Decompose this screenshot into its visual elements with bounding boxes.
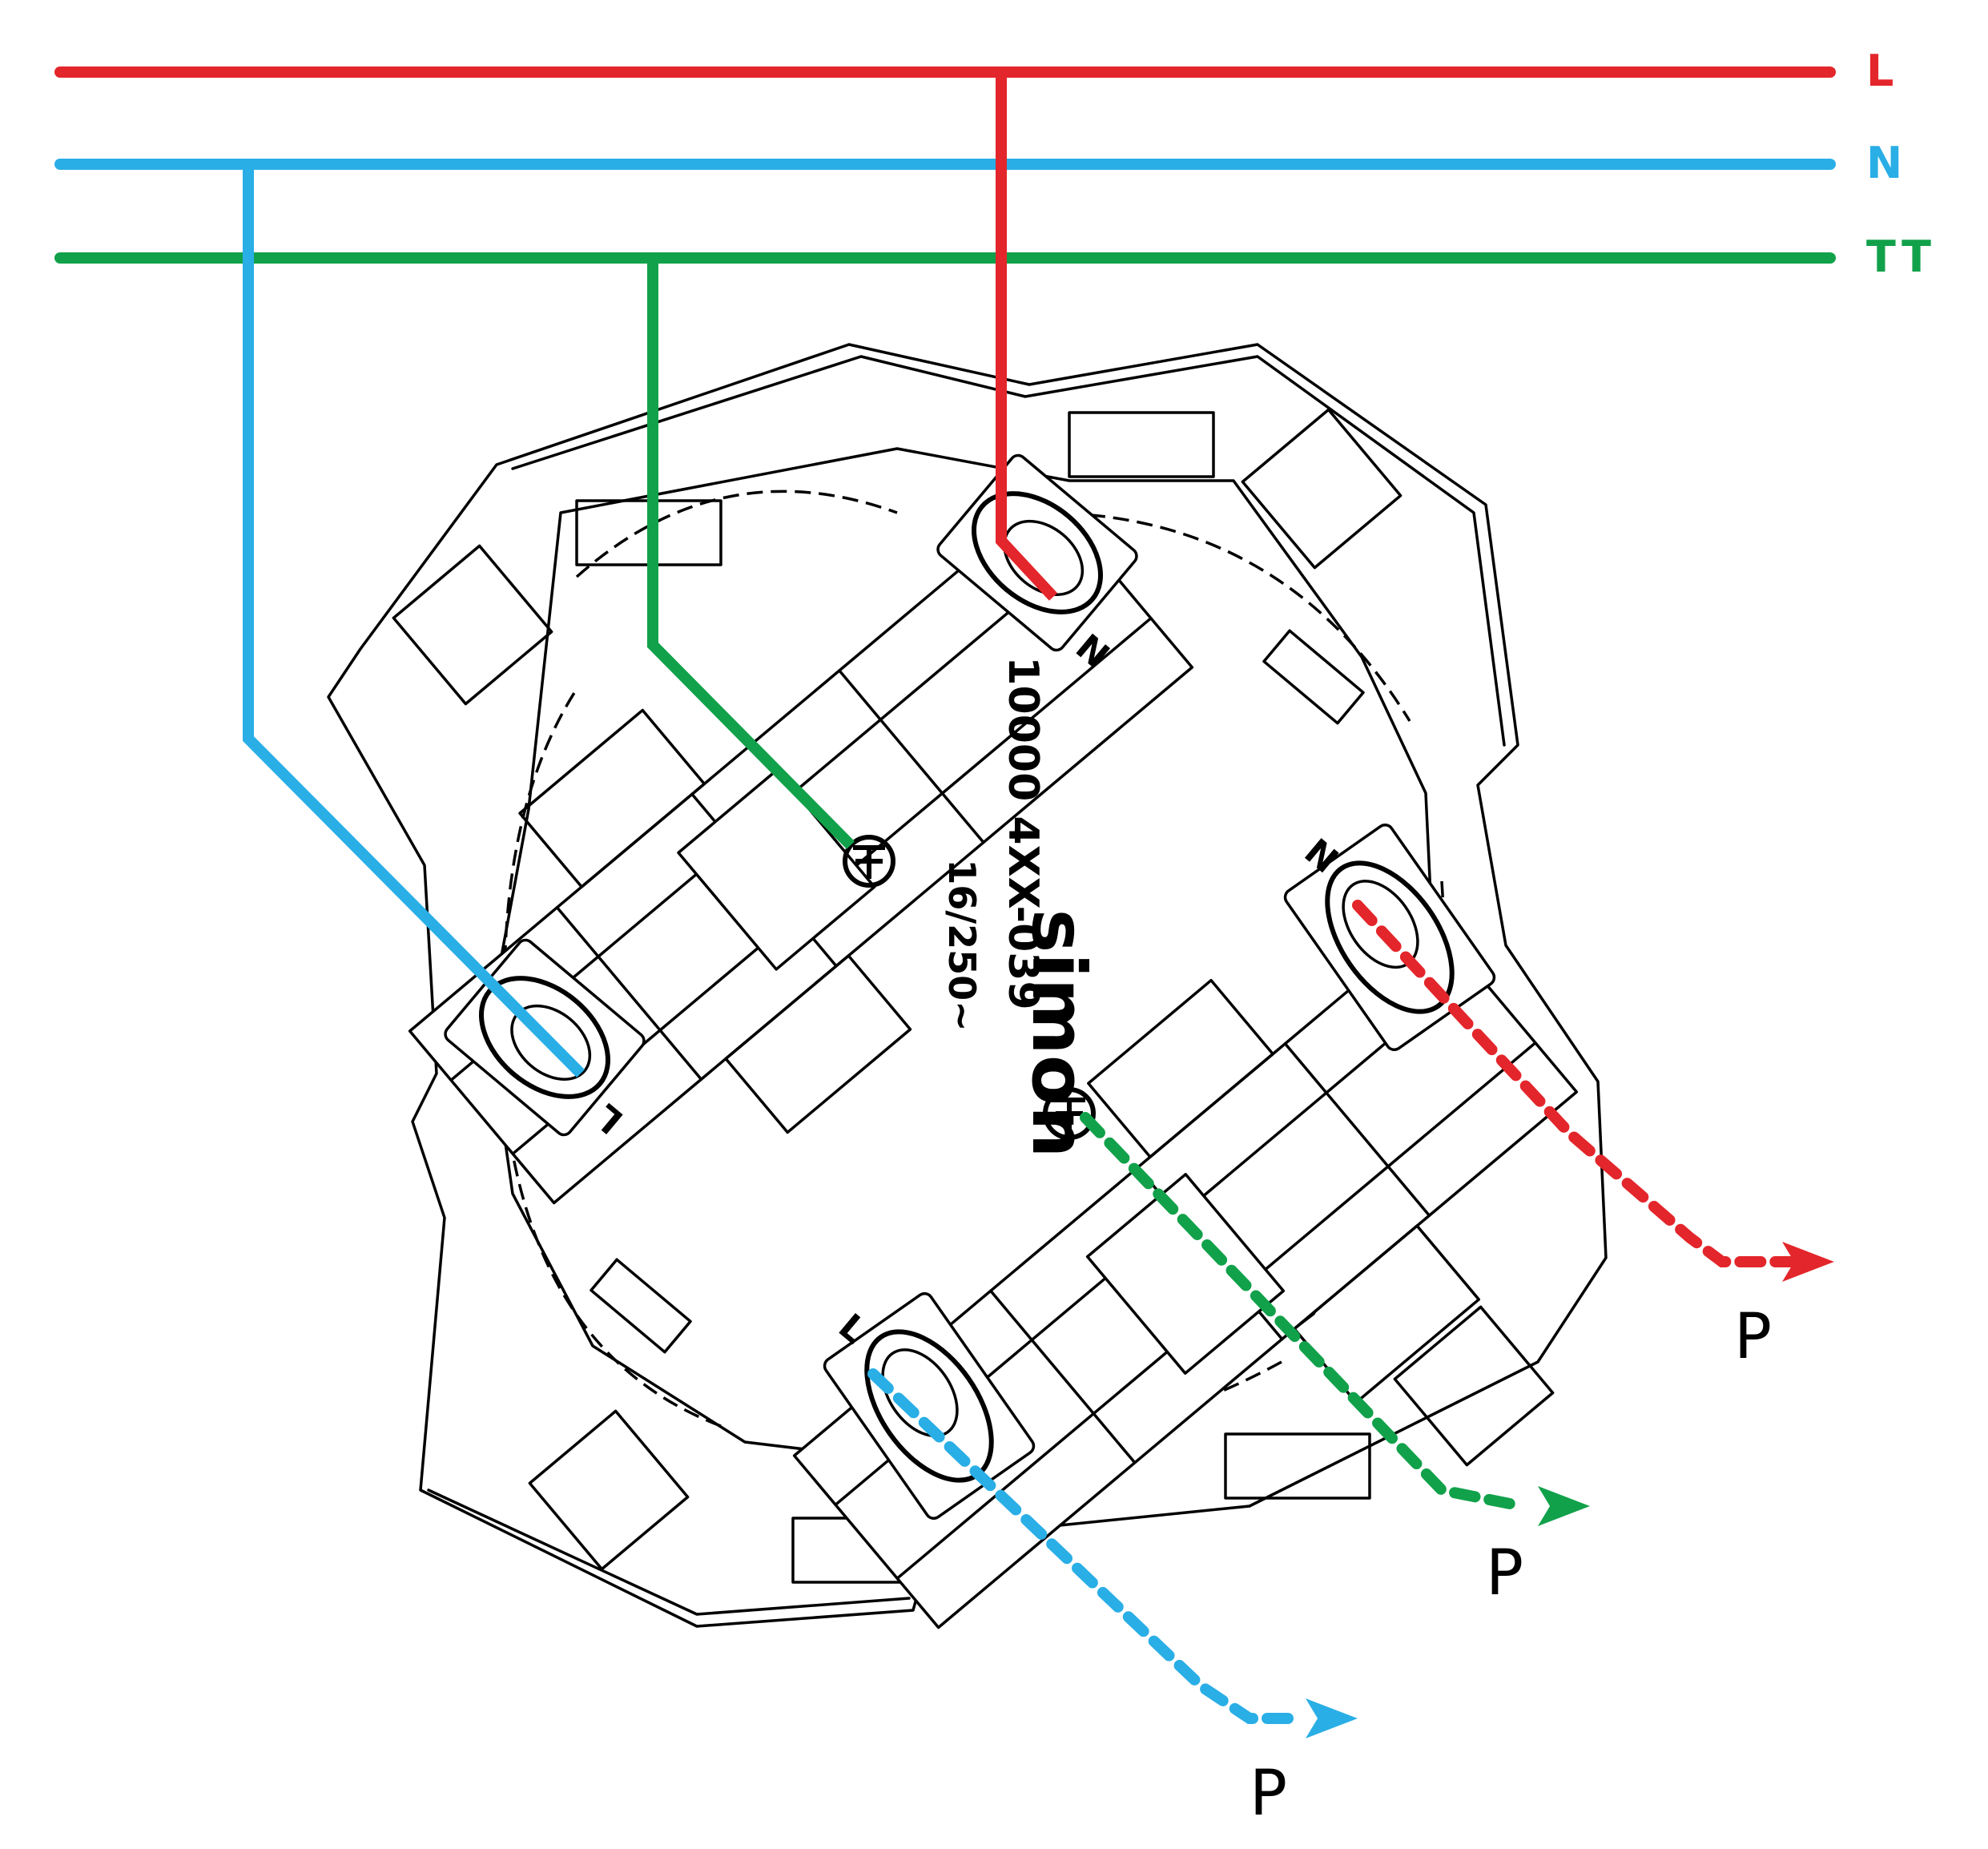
- hidden-contour: [503, 489, 1447, 1446]
- device-outer-edge: [511, 355, 1506, 747]
- supply-rails: L N TT: [54, 46, 1936, 282]
- arrow-right-icon: [1782, 1242, 1834, 1282]
- device-rating-text: 16/250~: [940, 859, 984, 1031]
- output-label-line: P: [1734, 1301, 1772, 1373]
- output-wires: [867, 900, 1796, 1724]
- earth-rail-label: TT: [1866, 232, 1936, 282]
- socket-device: 10000 4XX-039 16/250~ simon N L N L: [327, 343, 1608, 1629]
- neutral-rail-label: N: [1866, 138, 1902, 188]
- neutral-feed-wire: [243, 164, 585, 1078]
- output-label-neutral: P: [1250, 1758, 1287, 1830]
- earth-feed-wire: [647, 258, 855, 849]
- earth-output-wire: [1080, 1112, 1527, 1512]
- line-rail-label: L: [1866, 46, 1893, 96]
- line-feed-wire: [996, 72, 1058, 601]
- line-output-wire: [1352, 900, 1796, 1267]
- neutral-output-wire: [867, 1368, 1303, 1724]
- arrow-right-icon: [1538, 1486, 1590, 1526]
- arrow-right-icon: [1306, 1698, 1358, 1738]
- earth-terminal-icon: [1043, 1087, 1096, 1140]
- device-outer-edge-2: [427, 1488, 911, 1616]
- output-label-earth: P: [1486, 1537, 1523, 1609]
- feed-wires: [243, 72, 1058, 1078]
- earth-terminal-icon: [843, 835, 895, 888]
- mounting-windows: [392, 408, 1555, 1571]
- device-model-text: 10000 4XX-039: [999, 656, 1047, 1009]
